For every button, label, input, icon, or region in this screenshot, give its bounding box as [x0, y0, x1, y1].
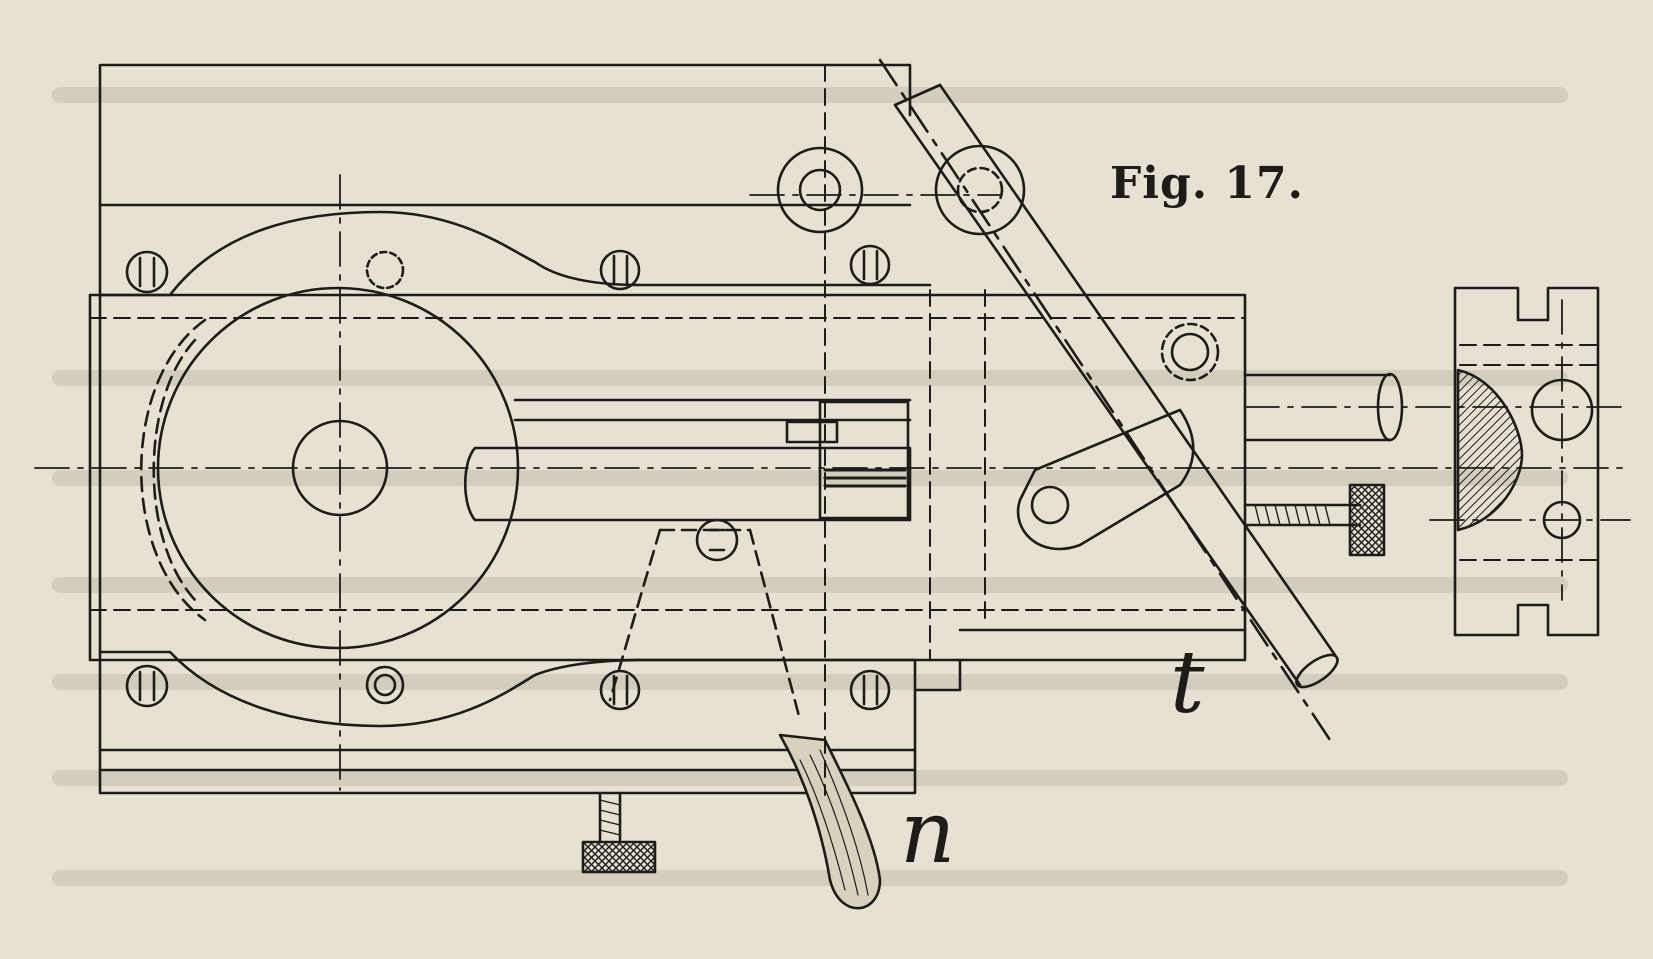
plunger-rod — [1243, 373, 1392, 442]
latch-pin — [785, 420, 839, 444]
pivot-boss-left-pin — [798, 168, 842, 212]
bottom-screw-knob — [581, 840, 657, 874]
latch-block-shading — [823, 468, 907, 488]
screw-row-bottom — [125, 664, 891, 711]
handle-n-grip — [778, 733, 882, 910]
link-pivot-hole — [1030, 485, 1070, 525]
end-view-block — [1453, 286, 1600, 637]
side-screw-knob — [1348, 483, 1386, 557]
rod-label-t: t — [1170, 633, 1205, 733]
upper-clamp-bar — [98, 210, 932, 297]
figure-caption: Fig. 17. — [1110, 158, 1304, 209]
lever-arm — [463, 446, 912, 522]
rod-t-end — [1295, 653, 1339, 689]
hidden-arc-outer — [139, 318, 207, 622]
latch-block — [818, 400, 910, 520]
handle-label-n: n — [900, 783, 956, 883]
slide-screw — [1170, 332, 1210, 372]
handle-n-grip-shading — [799, 749, 869, 896]
pivot-boss-left — [776, 146, 864, 234]
hidden-lines — [89, 64, 1601, 796]
pivot-boss-right-pin — [956, 166, 1004, 214]
center-lines — [34, 174, 1631, 791]
lower-clamp-bar — [98, 650, 962, 728]
arm-screw — [695, 518, 739, 562]
screw-row-top — [125, 244, 891, 294]
pivot-boss-right — [934, 144, 1026, 236]
rod-t-top-cap — [893, 83, 942, 107]
slide-table — [88, 293, 1247, 662]
hidden-arc-inner — [152, 338, 197, 602]
link-plate — [1016, 408, 1195, 551]
end-view-section — [1456, 368, 1524, 532]
rod-t-axis — [878, 58, 1332, 742]
handle-n-hidden — [608, 528, 802, 722]
